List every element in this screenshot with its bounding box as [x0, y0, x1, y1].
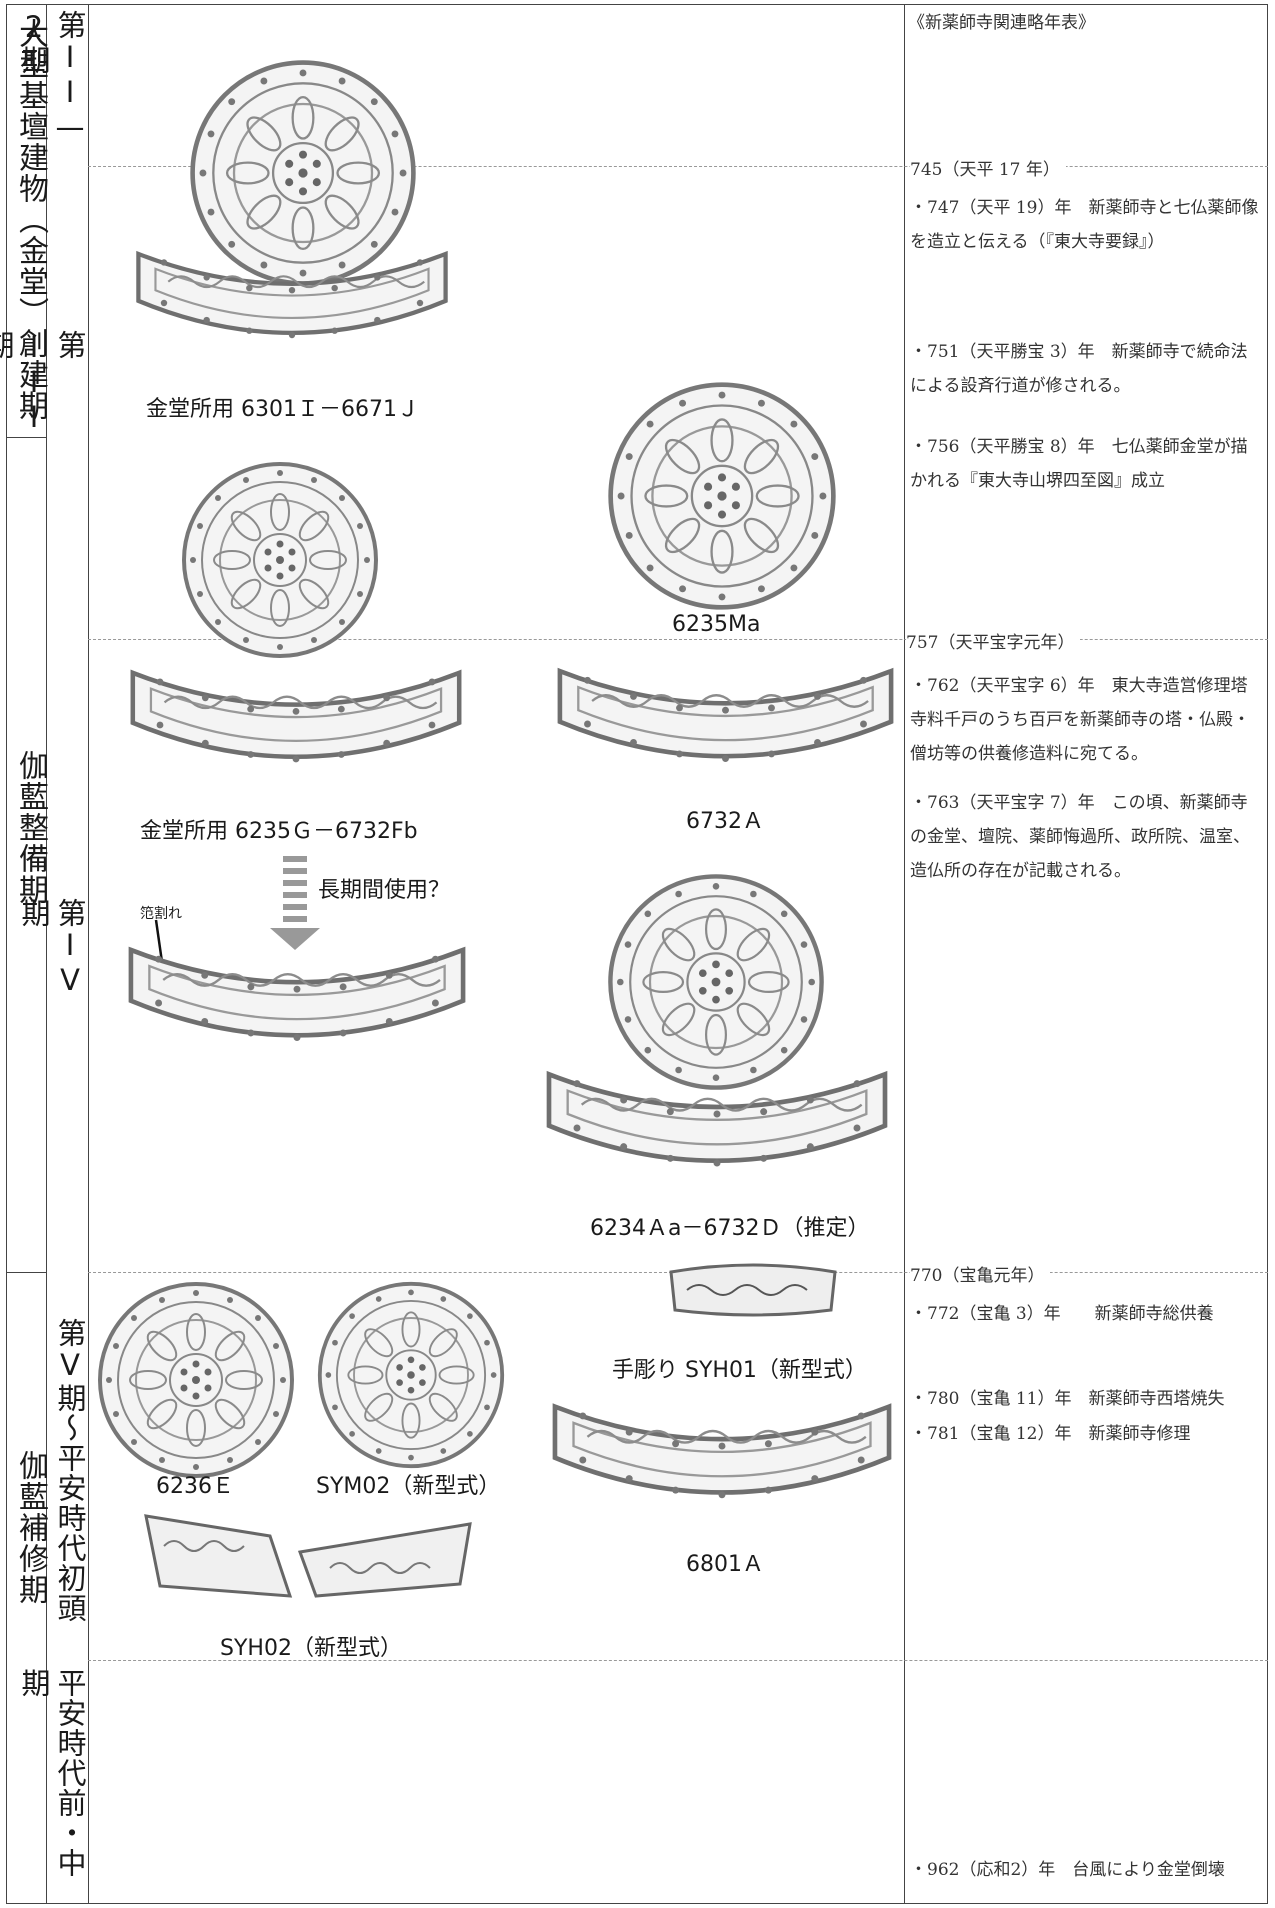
tile-label-sym02: SYM02（新型式）	[316, 1468, 500, 1500]
period-5: 第V期〜平安時代初頭	[52, 1318, 88, 1660]
round-tile-6235g-image	[180, 460, 380, 660]
tile-label-6732a: 6732Ａ	[686, 803, 764, 835]
event-781: ・781（宝亀 12）年 新薬師寺修理	[910, 1417, 1260, 1451]
period-column-divider	[88, 4, 89, 1904]
tile-label-kondo-6235: 金堂所用 6235Ｇ－6732Fb	[140, 813, 418, 845]
flat-tile-6671-image	[132, 238, 452, 368]
tile-label-syh02: SYH02（新型式）	[220, 1630, 402, 1662]
year-marker-745: 745（天平 17 年）	[910, 155, 1066, 180]
year-marker-757: 757（天平宝字元年）	[906, 628, 1080, 653]
event-762: ・762（天平宝字 6）年 東大寺造営修理塔寺料千戸のうち百戸を新薬師寺の塔・仏…	[910, 669, 1260, 771]
event-747: ・747（天平 19）年 新薬師寺と七仏薬師像を造立と伝える（『東大寺要録』）	[910, 191, 1260, 259]
flat-tile-6801a-image	[548, 1390, 896, 1530]
round-tile-6236e-image	[96, 1280, 296, 1480]
long-use-note: 長期間使用？	[318, 872, 450, 904]
event-763: ・763（天平宝字 7）年 この頃、新薬師寺の金堂、壇院、薬師悔過所、政所院、温…	[910, 786, 1260, 888]
event-780: ・780（宝亀 11）年 新薬師寺西塔焼失	[910, 1382, 1260, 1416]
flat-tile-syh01-image	[667, 1260, 839, 1320]
flat-tile-6732a-image	[553, 654, 898, 794]
year-marker-770: 770（宝亀元年）	[910, 1261, 1050, 1286]
event-756: ・756（天平勝宝 8）年 七仏薬師金堂が描かれる『東大寺山堺四至図』成立	[910, 430, 1260, 498]
event-751: ・751（天平勝宝 3）年 新薬師寺で続命法による設斉行道が修される。	[910, 335, 1260, 403]
flat-tile-6732d-image	[542, 1054, 892, 1202]
flat-tile-syh02-image	[140, 1506, 480, 1606]
tile-label-kondo-6301: 金堂所用 6301Ｉ－6671Ｊ	[146, 391, 419, 423]
round-tile-sym02-image	[316, 1280, 506, 1470]
phase-repair: 伽藍補修期	[12, 1450, 48, 1650]
flat-tile-6732fb-image	[126, 655, 466, 795]
timeline-title: 《新薬師寺関連略年表》	[908, 8, 1095, 33]
tile-label-6801a: 6801Ａ	[686, 1546, 764, 1578]
period-heian: 平安時代前・中期	[52, 1668, 88, 1904]
event-772: ・772（宝亀 3）年 新薬師寺総供養	[910, 1297, 1260, 1331]
tile-label-6235ma: 6235Ma	[672, 612, 760, 637]
period-2-2: 第II—2期	[52, 10, 88, 170]
event-962: ・962（応和2）年 台風により金堂倒壊	[910, 1853, 1260, 1887]
phase-divider-2	[6, 1272, 46, 1273]
period-3: 第III期	[52, 330, 88, 440]
flat-tile-worn-image	[124, 928, 470, 1078]
tile-label-6236e: 6236Ｅ	[156, 1468, 234, 1500]
period-4: 第IV期	[52, 898, 88, 1008]
tile-label-6234aa: 6234Ａa－6732Ｄ（推定）	[590, 1210, 869, 1242]
timeline-column-divider	[904, 4, 905, 1904]
round-tile-6235ma-image	[606, 380, 838, 612]
tile-label-syh01: 手彫り SYH01（新型式）	[612, 1352, 867, 1384]
